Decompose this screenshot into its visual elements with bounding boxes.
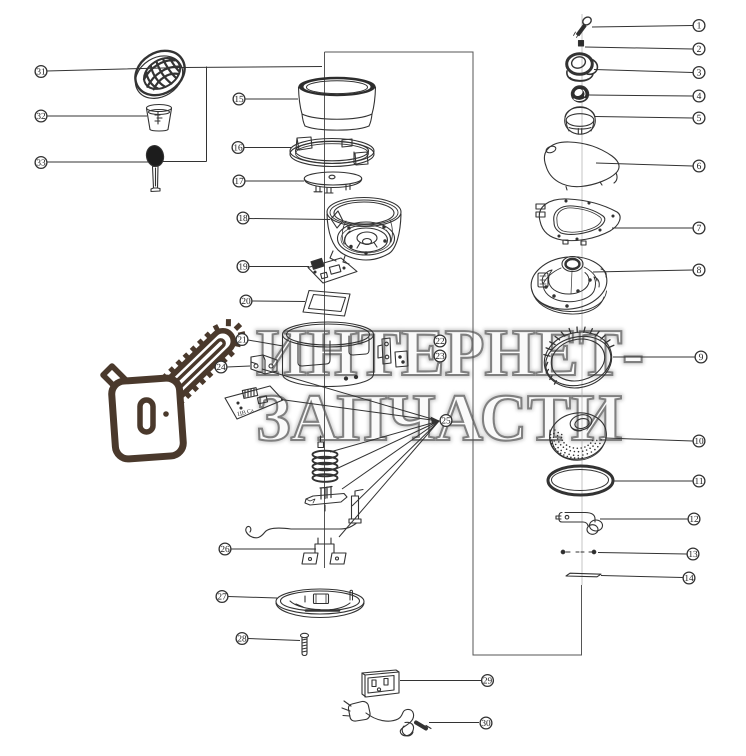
svg-text:30: 30 [481,719,491,729]
svg-text:27: 27 [217,592,227,602]
svg-text:ИНТЕРНЕТ-: ИНТЕРНЕТ- [256,316,644,390]
svg-text:18: 18 [238,214,248,224]
svg-text:32: 32 [36,112,46,122]
svg-text:17: 17 [234,177,244,187]
svg-text:ЦВ Са: ЦВ Са [237,408,255,418]
svg-text:28: 28 [237,634,247,644]
svg-text:29: 29 [483,676,493,686]
svg-text:3: 3 [697,68,702,78]
svg-text:1: 1 [697,21,702,31]
svg-text:31: 31 [36,67,46,77]
svg-text:ЗАПЧАСТИ: ЗАПЧАСТИ [256,381,622,455]
svg-text:13: 13 [688,550,698,560]
svg-text:25: 25 [441,416,451,426]
svg-text:14: 14 [684,574,694,584]
svg-text:19: 19 [238,262,248,272]
svg-text:8: 8 [697,266,702,276]
svg-text:11: 11 [695,477,704,487]
svg-text:ИНТЕРНЕТ-: ИНТЕРНЕТ- [256,316,644,390]
svg-text:24: 24 [216,363,226,373]
svg-text:15: 15 [234,95,244,105]
svg-text:20: 20 [241,297,251,307]
svg-text:5: 5 [697,114,702,124]
svg-text:6: 6 [697,162,702,172]
svg-text:9: 9 [699,353,704,363]
svg-text:22: 22 [435,337,445,347]
svg-text:12: 12 [689,515,699,525]
svg-text:16: 16 [233,143,243,153]
svg-text:33: 33 [36,158,46,168]
svg-text:4: 4 [697,92,702,102]
svg-text:23: 23 [435,352,445,362]
svg-text:10: 10 [694,437,704,447]
svg-text:7: 7 [697,224,702,234]
svg-text:21: 21 [237,335,247,345]
svg-text:2: 2 [697,45,702,55]
svg-text:26: 26 [220,545,230,555]
